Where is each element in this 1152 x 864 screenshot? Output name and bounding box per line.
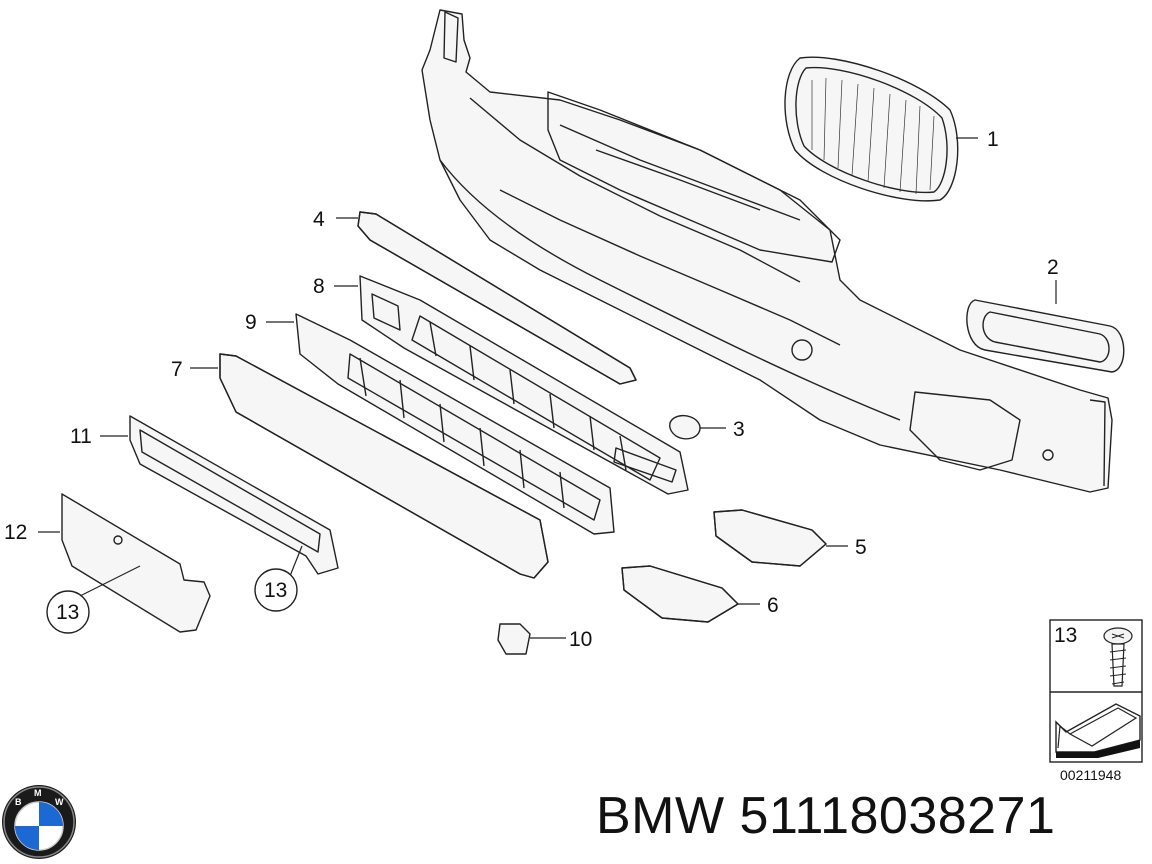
svg-text:13: 13 — [264, 579, 287, 602]
diagram-number: 00211948 — [1060, 767, 1121, 783]
legend-box: 13 — [1049, 619, 1143, 763]
svg-text:B: B — [15, 797, 22, 807]
callout-1: 1 — [987, 128, 999, 151]
kidney-grille — [784, 56, 959, 202]
fog-cover-left — [621, 565, 739, 623]
fog-cover-right — [713, 509, 827, 567]
svg-text:13: 13 — [56, 601, 79, 624]
legend-callout-13: 13 — [1054, 624, 1077, 647]
callout-9: 9 — [245, 311, 257, 334]
center-grille-frame — [359, 275, 689, 495]
license-plate-base — [61, 493, 211, 633]
callout-2: 2 — [1047, 256, 1059, 279]
arrow-icon — [1055, 703, 1141, 758]
lower-grille-frame — [295, 313, 615, 535]
svg-text:M: M — [34, 788, 42, 798]
callout-10: 10 — [569, 628, 592, 651]
callout-8: 8 — [313, 275, 325, 298]
leader-lines — [38, 137, 1057, 639]
callout-6: 6 — [767, 594, 779, 617]
bracket-part-10 — [497, 623, 531, 655]
callout-4: 4 — [313, 208, 325, 231]
screw-icon — [1103, 627, 1133, 687]
callout-3: 3 — [733, 418, 745, 441]
callout-11: 11 — [70, 425, 92, 448]
svg-text:W: W — [55, 797, 64, 807]
part-number-caption: BMW 51118038271 — [596, 787, 1056, 845]
callout-12: 12 — [4, 521, 27, 544]
callout-5: 5 — [855, 536, 867, 559]
upper-grille-strip — [357, 211, 637, 385]
bmw-logo-icon: B M W — [2, 785, 76, 859]
clip-part-3 — [669, 414, 701, 440]
callout-13-circle-b: 13 — [254, 568, 298, 612]
lower-mesh-grille — [219, 353, 549, 579]
fog-light-trim — [966, 299, 1125, 373]
callout-13-circle-a: 13 — [46, 590, 90, 634]
callout-7: 7 — [171, 358, 183, 381]
license-plate-carrier — [129, 415, 339, 575]
bumper-cover — [421, 9, 1113, 493]
